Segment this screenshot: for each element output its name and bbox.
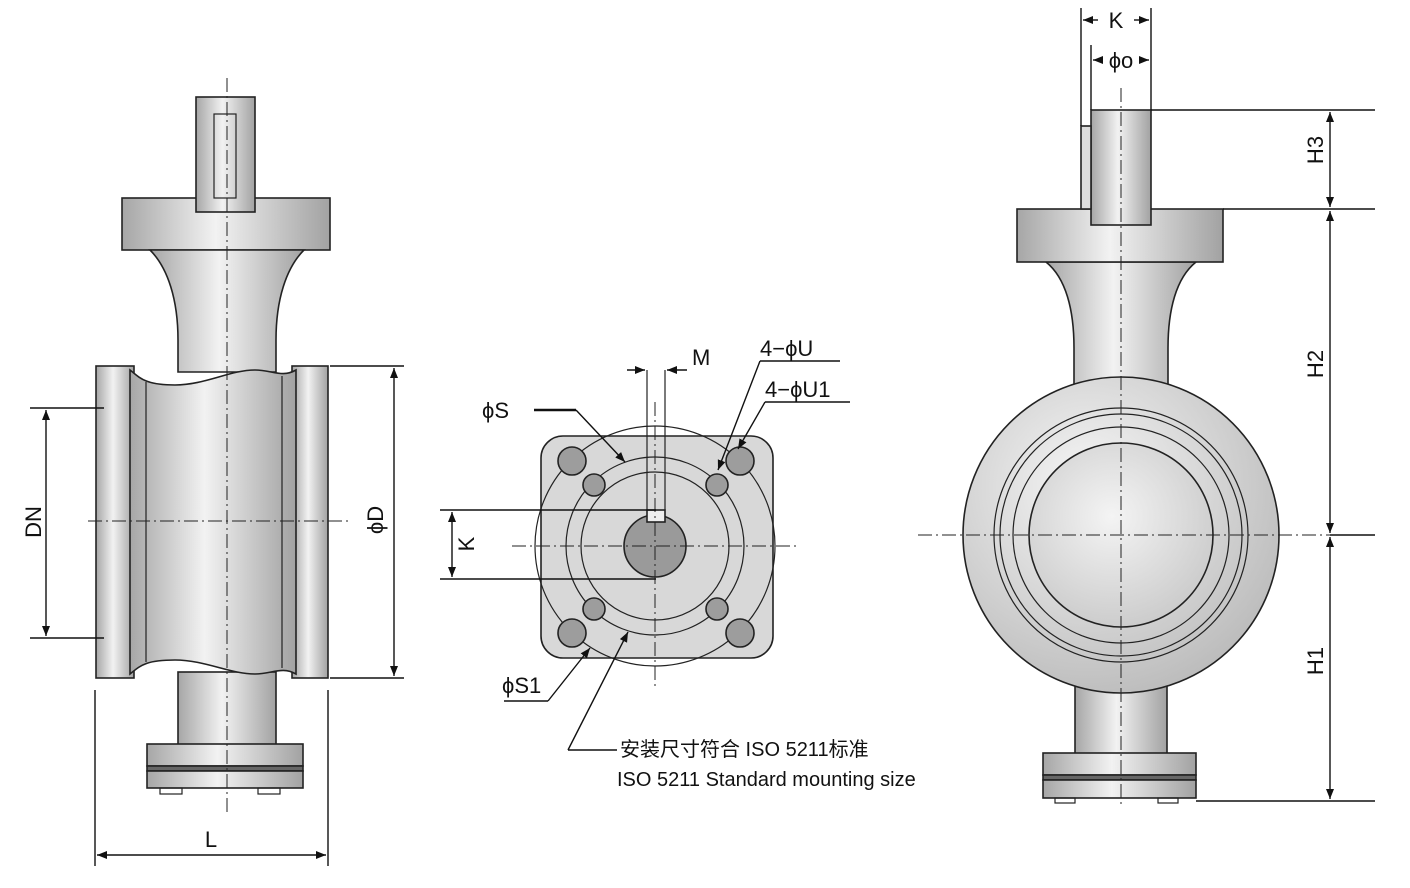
- front-stem: [195, 96, 256, 213]
- hole-u1: [705, 597, 729, 621]
- top-dimensions: M 4−ϕU 4−ϕU1 ϕS K ϕS1 安装尺寸符合 ISO 5211标准 …: [440, 336, 916, 791]
- label-h3: H3: [1303, 136, 1328, 164]
- label-phi-o: ϕo: [1109, 48, 1134, 73]
- label-l: L: [205, 827, 217, 852]
- front-view: [88, 78, 348, 812]
- front-neck: [148, 249, 306, 373]
- side-bottom-plate: [1042, 752, 1197, 776]
- side-dimensions: K ϕo H3 H2 H1: [1080, 8, 1375, 802]
- label-dn: DN: [21, 506, 46, 538]
- front-right-flange: [291, 365, 329, 679]
- front-bottom-plate: [146, 743, 304, 767]
- side-view: [918, 88, 1330, 808]
- iso-note-en: ISO 5211 Standard mounting size: [617, 769, 916, 791]
- front-dimensions: DN ϕD L: [21, 365, 404, 866]
- hole-u: [557, 446, 587, 476]
- hole-u1: [582, 473, 606, 497]
- label-phi-d: ϕD: [363, 506, 388, 534]
- hole-u: [725, 446, 755, 476]
- label-k-side: K: [1109, 8, 1124, 33]
- label-m: M: [692, 345, 710, 370]
- hole-u1: [582, 597, 606, 621]
- iso-note-cn: 安装尺寸符合 ISO 5211标准: [620, 738, 869, 761]
- label-k-top: K: [454, 536, 479, 551]
- hole-u: [557, 618, 587, 648]
- side-stem-key: [1080, 125, 1092, 210]
- top-view: [512, 370, 800, 690]
- label-h1: H1: [1303, 647, 1328, 675]
- front-body: [129, 368, 297, 676]
- label-h2: H2: [1303, 350, 1328, 378]
- label-4u: 4−ϕU: [760, 336, 813, 361]
- label-phi-s: ϕS: [482, 398, 509, 423]
- label-4u1: 4−ϕU1: [765, 377, 831, 402]
- hole-u: [725, 618, 755, 648]
- front-stem-key: [213, 113, 237, 199]
- hole-u1: [705, 473, 729, 497]
- label-phi-s1: ϕS1: [502, 673, 541, 698]
- front-left-flange: [95, 365, 135, 679]
